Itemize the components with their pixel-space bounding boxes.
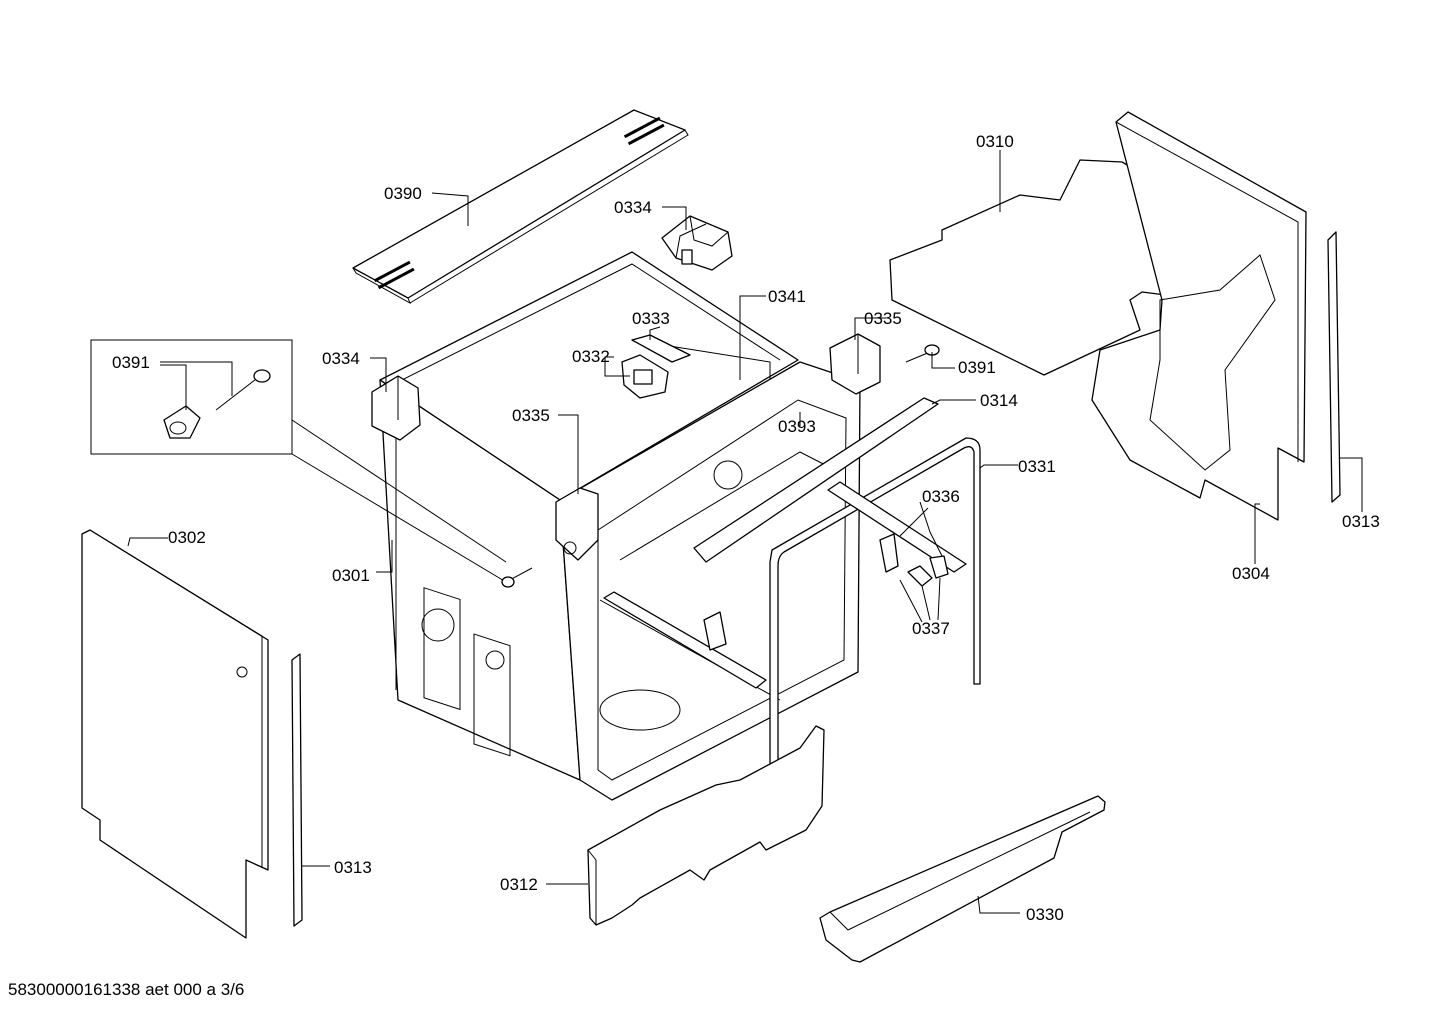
- label-0314: 0314: [980, 391, 1018, 410]
- label-0312: 0312: [500, 875, 538, 894]
- part-0313-strip-right: [1327, 231, 1341, 503]
- part-0313-strip-left: [291, 653, 303, 927]
- part-0335-hinge-right: [829, 333, 881, 395]
- label-0335-right: 0335: [864, 309, 902, 328]
- part-0336-rail-runner: [827, 481, 967, 573]
- label-0393: 0393: [778, 417, 816, 436]
- part-0301-tub-frame: [379, 251, 861, 801]
- label-0304: 0304: [1232, 564, 1270, 583]
- part-0390-top-plate: [352, 109, 689, 305]
- label-0341: 0341: [768, 287, 806, 306]
- part-lower-rail: [603, 591, 767, 689]
- label-0334-upper: 0334: [614, 198, 652, 217]
- part-0334-hinge-upper: [661, 215, 733, 271]
- part-0331-seal: [769, 437, 981, 801]
- callout-labels: 0390 0334 0310 0341 0333 0332 0334 0335 …: [112, 132, 1380, 924]
- part-0337-clips: [907, 555, 949, 587]
- part-0332-latch: [621, 354, 669, 399]
- label-0391-right: 0391: [958, 358, 996, 377]
- label-0330: 0330: [1026, 905, 1064, 924]
- label-0331: 0331: [1018, 457, 1056, 476]
- label-0391-inset: 0391: [112, 353, 150, 372]
- part-0330-strip-bottom: [819, 795, 1106, 963]
- part-0334-hinge-left: [371, 375, 421, 441]
- label-0333: 0333: [632, 309, 670, 328]
- document-reference: 58300000161338 aet 000 a 3/6: [8, 980, 245, 999]
- leader-lines: [127, 150, 1363, 914]
- part-0312-plinth: [587, 725, 825, 926]
- label-0336: 0336: [922, 487, 960, 506]
- part-0335-hinge-left: [555, 487, 599, 561]
- label-0313-left: 0313: [334, 858, 372, 877]
- part-0304-back-panel: [1091, 111, 1307, 521]
- label-0310: 0310: [976, 132, 1014, 151]
- label-0301: 0301: [332, 566, 370, 585]
- label-0335-left: 0335: [512, 406, 550, 425]
- part-0302-side-panel: [81, 529, 269, 939]
- part-0391-screw-right: [905, 344, 940, 363]
- label-0332: 0332: [572, 347, 610, 366]
- label-0313-right: 0313: [1342, 512, 1380, 531]
- part-0391-inset-box: [90, 339, 533, 588]
- label-0334-left: 0334: [322, 349, 360, 368]
- part-0314-rail: [693, 397, 939, 563]
- label-0302: 0302: [168, 528, 206, 547]
- part-0333-bracket: [631, 334, 691, 363]
- label-0390: 0390: [384, 184, 422, 203]
- label-0337: 0337: [912, 619, 950, 638]
